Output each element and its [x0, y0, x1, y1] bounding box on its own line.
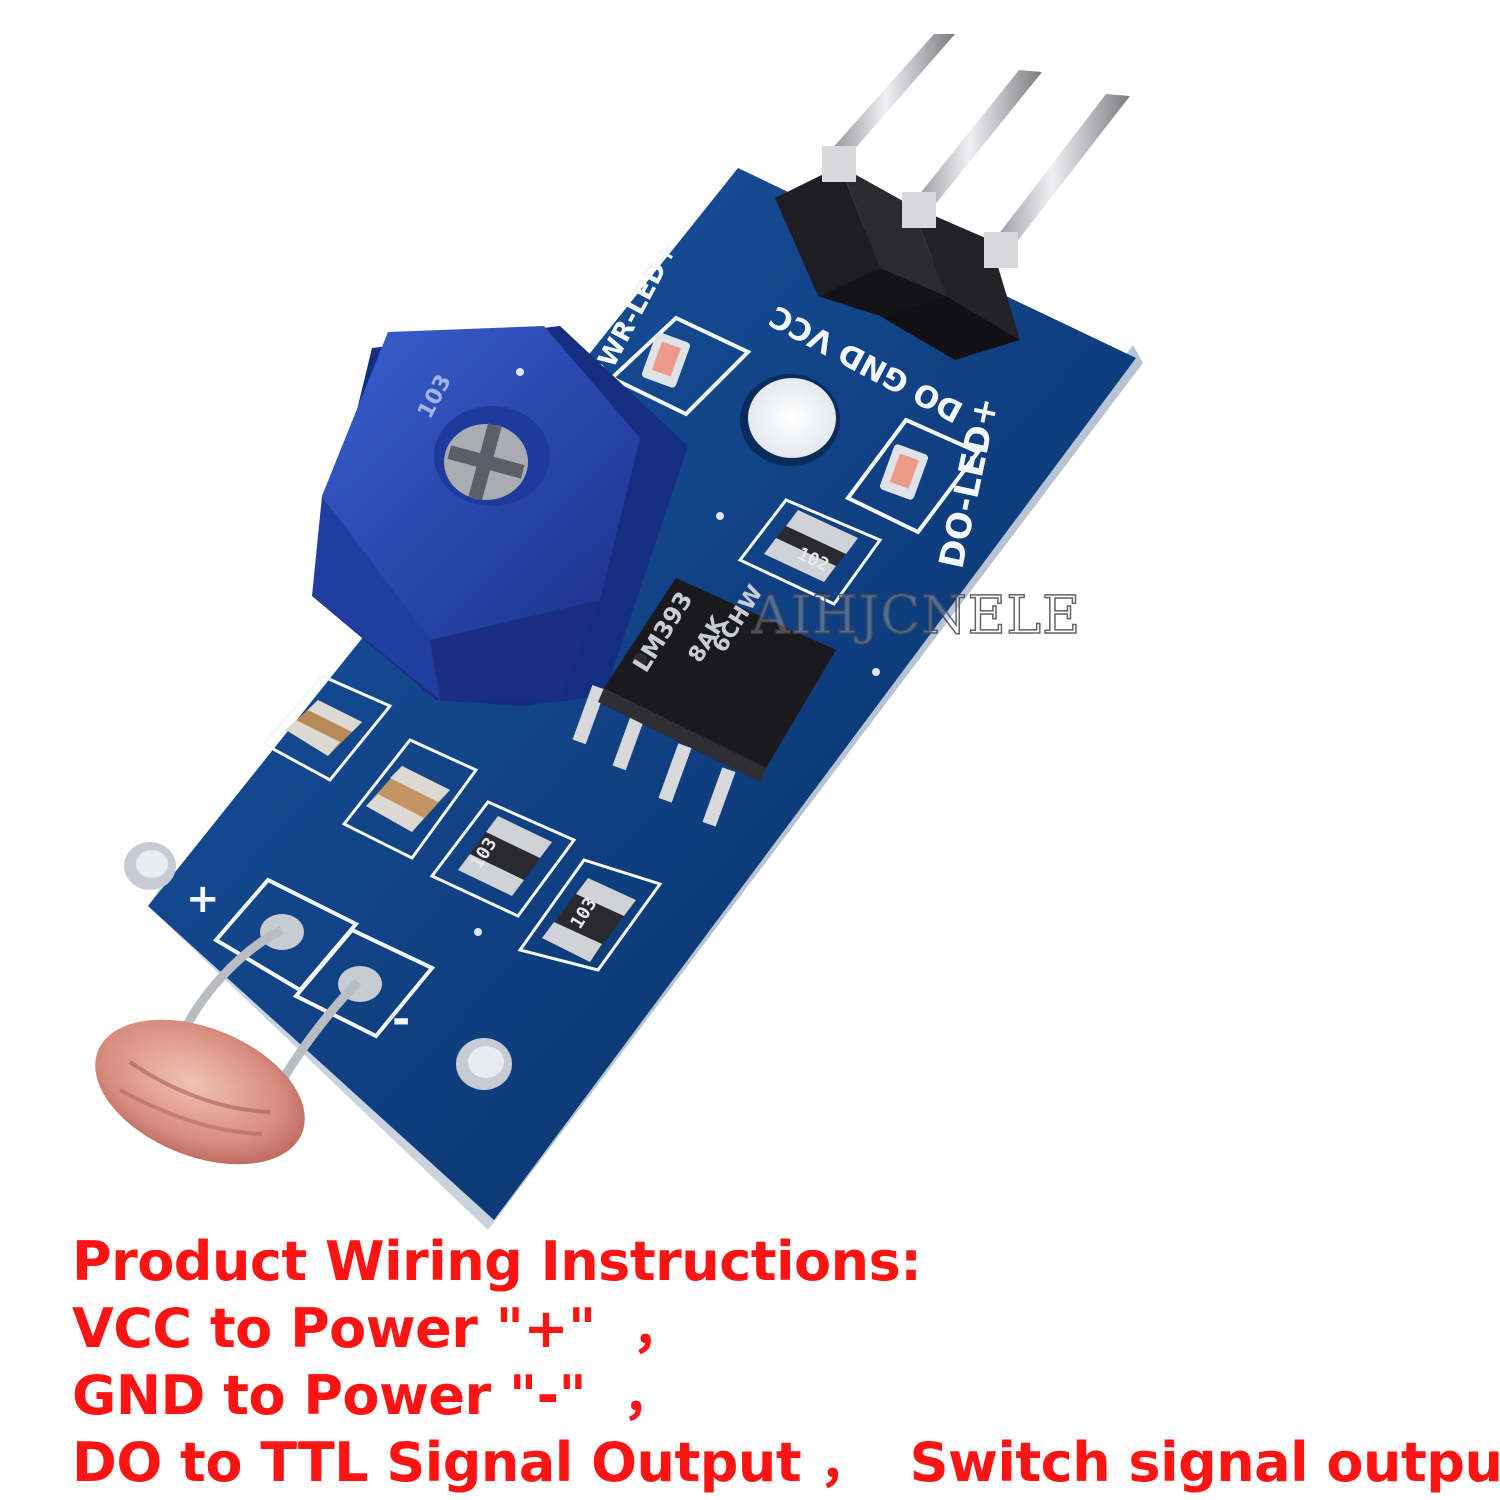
- capacitor-1: [261, 674, 393, 782]
- caption-do-line: DO to TTL Signal Output ， Switch signal …: [72, 1431, 1500, 1494]
- corner-pads: [124, 842, 512, 1090]
- potentiometer: [312, 326, 688, 706]
- resistor-103-left: [429, 800, 577, 918]
- pwr-led: [608, 315, 752, 417]
- resistor-103-right: [517, 858, 663, 972]
- wiring-instructions: Product Wiring Instructions: VCC to Powe…: [72, 1228, 1500, 1496]
- capacitor-2: [341, 738, 479, 860]
- caption-vcc-line: VCC to Power "+" ，: [72, 1297, 686, 1360]
- lm393-chip: [572, 578, 836, 827]
- header-pins: [829, 34, 1130, 248]
- photoresistor: [95, 925, 362, 1165]
- watermark-text: AIHJCNELE: [751, 585, 1082, 647]
- resistor-102: [737, 498, 883, 606]
- ldr-plus-silk: +: [186, 876, 220, 922]
- caption-heading: Product Wiring Instructions:: [72, 1230, 922, 1293]
- sensor-module-photo: DO GND VCC PWR-LED+ DO-LED+ 102 103: [95, 34, 1143, 1230]
- vias: [474, 368, 880, 936]
- mounting-hole: [740, 374, 840, 466]
- do-led: [844, 417, 982, 535]
- ldr-minus-silk: -: [392, 994, 410, 1045]
- caption-gnd-line: GND to Power "-" ，: [72, 1364, 677, 1427]
- pin-header-housing: [775, 146, 1020, 360]
- ldr-footprint: [212, 877, 436, 1039]
